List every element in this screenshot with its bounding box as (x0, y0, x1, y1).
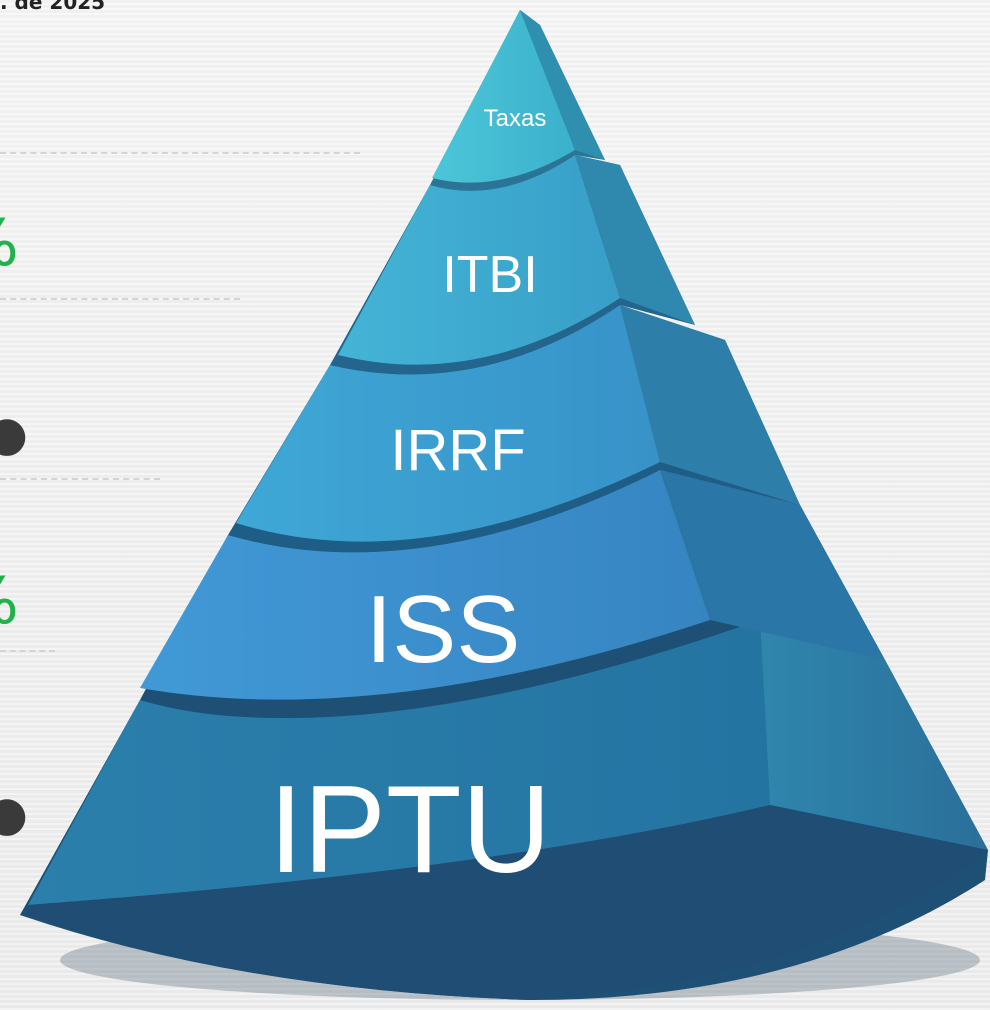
divider (0, 152, 360, 154)
tier-itbi (330, 155, 695, 375)
tier-label-irrf: IRRF (390, 418, 525, 483)
divider (0, 650, 55, 652)
divider (0, 478, 160, 480)
tier-label-itbi: ITBI (442, 246, 537, 304)
tier-label-iptu: IPTU (269, 761, 551, 899)
tier-taxas (430, 10, 605, 191)
percent-glyph: % (0, 570, 19, 634)
partial-glyph: ● (0, 786, 28, 842)
tier-label-iss: ISS (366, 576, 521, 683)
partial-glyph: ● (0, 406, 28, 462)
tier-label-taxas: Taxas (484, 105, 547, 132)
page-title: . de 2025 (0, 0, 106, 14)
divider (0, 298, 240, 300)
percent-glyph: % (0, 212, 19, 276)
